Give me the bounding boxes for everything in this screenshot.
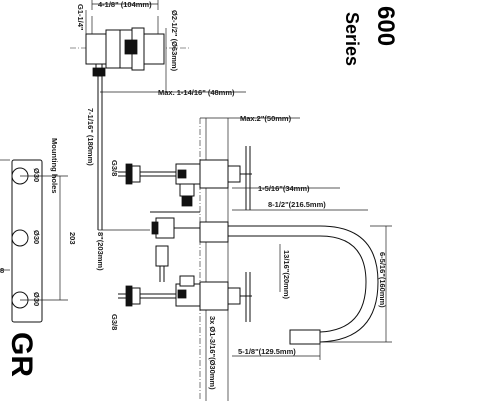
dim-spout-height: 6-5/16"(160mm) xyxy=(378,252,387,308)
dim-handle-offset: 1-5/16"(34mm) xyxy=(258,184,310,193)
model-number: 600 xyxy=(372,6,399,46)
dim-max-height: Max.2"(50mm) xyxy=(240,114,292,123)
hole-1-dia: Ø30 xyxy=(32,168,41,182)
spout-body xyxy=(150,211,379,345)
hole-spacing: 203 xyxy=(68,232,77,245)
dim-max-depth: Max. 1-14/16" (48mm) xyxy=(158,88,235,97)
dim-shank-length: 7-1/16" (180mm) xyxy=(86,108,95,166)
dim-top-width: 4-1/8" (104mm) xyxy=(98,0,152,9)
dim-connection-bottom: G3/8 xyxy=(110,314,119,330)
dim-center-distance: 8"(203mm) xyxy=(96,232,105,271)
hole-2-dia: Ø30 xyxy=(32,230,41,244)
brand-logo-text: GR xyxy=(5,332,38,377)
top-dim-lines xyxy=(85,0,246,93)
lower-valve xyxy=(118,272,252,322)
mounting-holes-label: Mounting holes xyxy=(50,138,59,193)
hole-3-dia: Ø30 xyxy=(32,292,41,306)
dim-flange-dia: Ø2-1/2" (Ø63mm) xyxy=(170,10,179,72)
cartridge-detail xyxy=(70,16,190,77)
dim-handle-length: 3x Ø1-3/16"(Ø30mm) xyxy=(208,316,217,390)
dim-thread: G1-1/4" xyxy=(76,4,85,31)
edge-value: 8 xyxy=(0,266,4,275)
extension-rod xyxy=(97,76,150,231)
dim-spout-reach: 5-1/8"(129.5mm) xyxy=(238,347,296,356)
dim-spout-rise: 13/16"(20mm) xyxy=(282,250,291,300)
mounting-plate xyxy=(0,159,68,323)
mounting-hole-2 xyxy=(11,229,29,247)
series-label: Series xyxy=(342,12,362,66)
dim-connection-top: G3/8 xyxy=(110,160,119,176)
dim-spread: 8-1/2"(216.5mm) xyxy=(268,200,326,209)
upper-valve xyxy=(118,146,252,210)
